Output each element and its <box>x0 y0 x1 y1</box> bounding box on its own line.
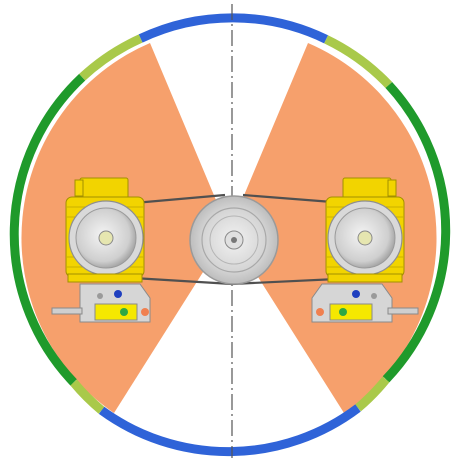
left-motor <box>65 177 145 283</box>
tensioner-base-icon <box>94 303 138 321</box>
motor-icon <box>98 230 114 246</box>
ring-segment-blue-top <box>138 13 329 44</box>
outer-ring <box>9 13 451 457</box>
ring-segment-lightgreen-left-lower <box>70 379 105 414</box>
right-motor <box>325 177 405 283</box>
ring-segment-green-right <box>382 81 451 383</box>
pulley-icon <box>231 237 237 243</box>
left-tensioner-base <box>51 283 151 323</box>
ring-segment-lightgreen-right-upper <box>324 35 393 89</box>
center-pulley <box>189 195 279 285</box>
ring-segment-lightgreen-right-lower <box>355 376 390 412</box>
ring-segment-lightgreen-left-upper <box>79 34 143 81</box>
ring-segment-green-left <box>9 73 86 386</box>
right-tensioner-base <box>311 283 419 323</box>
ring-segment-blue-bottom <box>98 404 361 457</box>
